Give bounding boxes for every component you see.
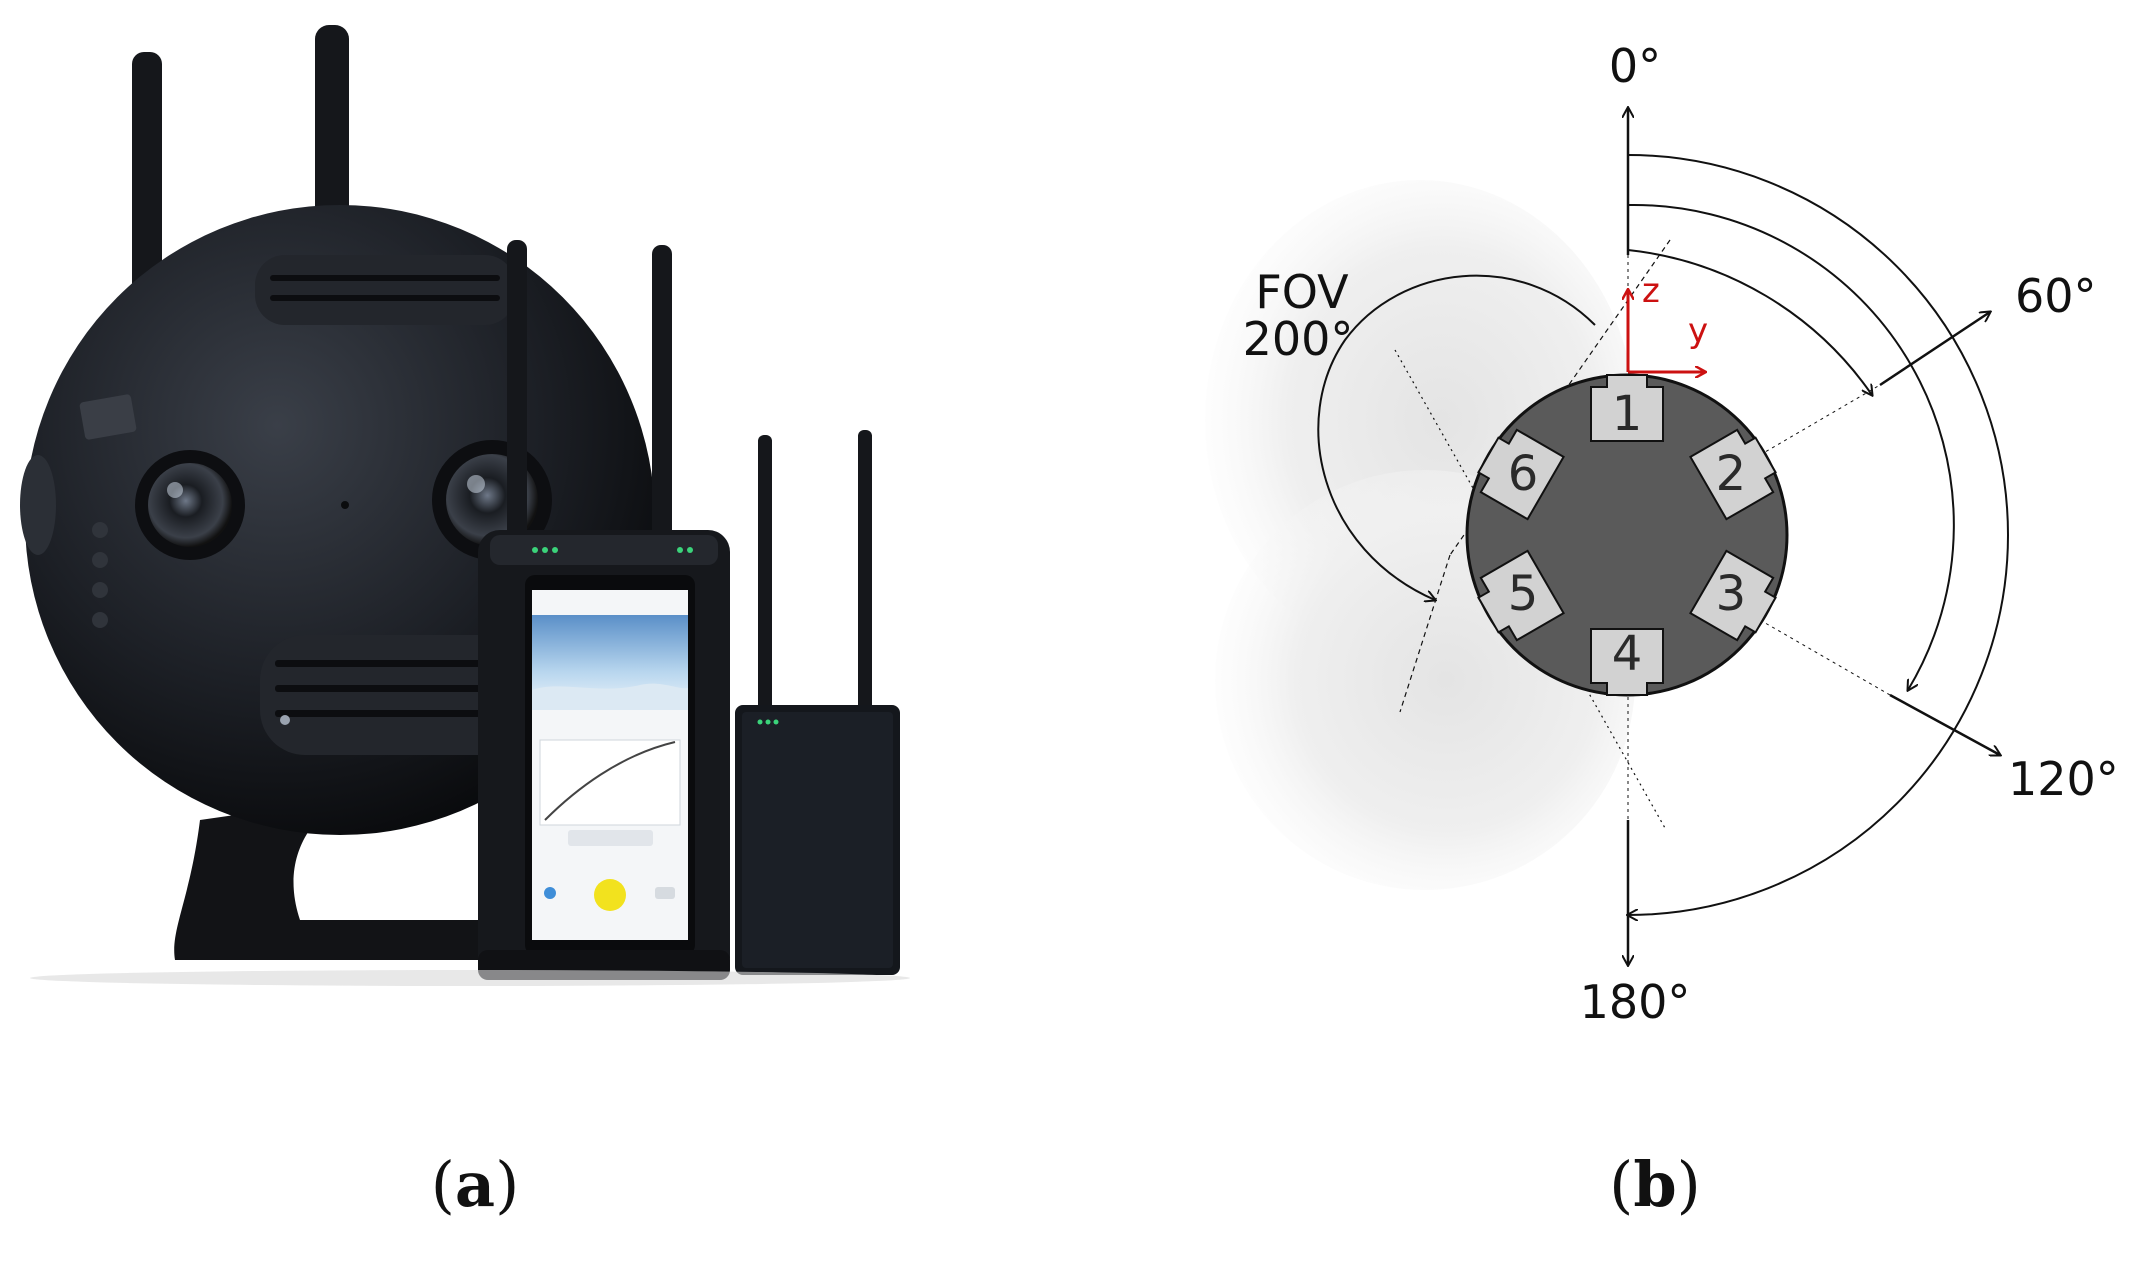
camera-module-1: 1: [1590, 374, 1664, 442]
camera-arrangement-diagram: 1 2 3 4 5 6 0° 60° 120° 180° FOV 200° z …: [1205, 39, 2119, 1029]
arc-120deg: [1627, 203, 1955, 690]
camera-module-4: 4: [1590, 626, 1664, 696]
panel-label-letter: a: [454, 1148, 496, 1221]
angle-label-0: 0°: [1609, 39, 1661, 93]
camera-module-2: 2: [1689, 428, 1777, 521]
arc-180deg: [1628, 154, 2009, 915]
fov-arc: [1317, 274, 1596, 600]
camera-number: 5: [1508, 566, 1539, 622]
angle-label-120: 120°: [2008, 752, 2119, 806]
arc-60deg: [1627, 249, 1872, 395]
panel-label-close: ): [1676, 1148, 1701, 1221]
camera-number: 6: [1508, 446, 1539, 502]
camera-module-5: 5: [1477, 549, 1565, 642]
z-axis-label: z: [1642, 271, 1660, 311]
camera-photo: [20, 25, 910, 986]
panel-label-open: (: [430, 1148, 455, 1221]
angle-label-60: 60°: [2015, 269, 2097, 323]
camera-number: 4: [1612, 626, 1643, 682]
panel-label-b: (b): [1555, 1148, 1755, 1221]
fov-value-label: 200°: [1243, 312, 1354, 366]
panel-label-a: (a): [375, 1148, 575, 1221]
camera-module-3: 3: [1689, 549, 1777, 642]
panel-label-open: (: [1609, 1148, 1634, 1221]
camera-number: 3: [1716, 566, 1747, 622]
fov-label: FOV: [1255, 265, 1349, 319]
direction-60deg-arrow: [1879, 312, 1990, 387]
camera-number: 1: [1612, 386, 1643, 442]
direction-120deg-arrow: [1889, 693, 2000, 755]
camera-module-6: 6: [1477, 428, 1565, 521]
camera-number: 2: [1716, 446, 1747, 502]
angle-label-180: 180°: [1580, 975, 1691, 1029]
panel-label-letter: b: [1633, 1148, 1677, 1221]
panel-label-close: ): [495, 1148, 520, 1221]
y-axis-label: y: [1688, 311, 1708, 351]
